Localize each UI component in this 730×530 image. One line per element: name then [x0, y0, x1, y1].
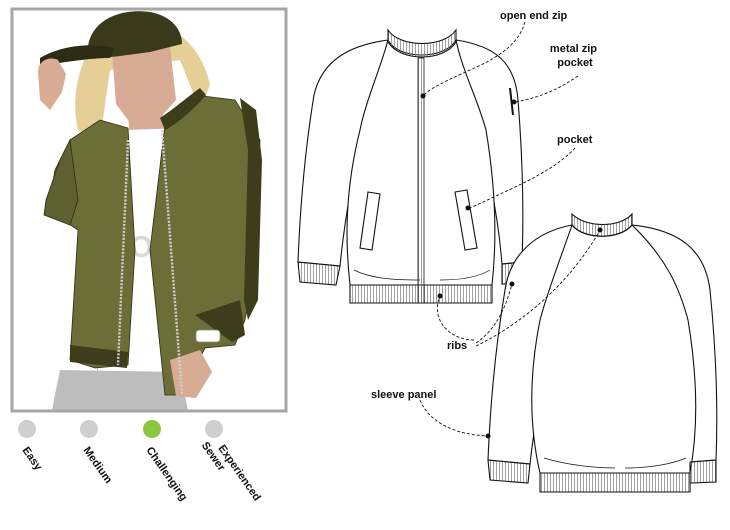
- zip-line-right: [160, 129, 184, 396]
- front-pocket-left: [359, 191, 381, 251]
- label-metal-zip-pocket: metal zip pocket: [550, 43, 600, 69]
- jacket-front-flat: [297, 28, 524, 304]
- zip-line-left: [116, 139, 130, 366]
- difficulty-label-experienced: Experienced Sewer: [199, 433, 265, 513]
- leader-metal-zip-pocket: [515, 75, 579, 103]
- back-right-cuff: [689, 459, 717, 484]
- difficulty-dot-easy: [18, 420, 36, 438]
- annotation-dots: [420, 93, 603, 439]
- difficulty-dot-experienced: [205, 420, 223, 438]
- difficulty-dot-medium: [80, 420, 98, 438]
- sleeve-zip-pocket: [509, 87, 514, 116]
- leader-sleeve-panel: [419, 399, 489, 437]
- leader-open-end-zip: [422, 21, 526, 97]
- annotation-leaders: [419, 21, 601, 437]
- hair-shape: [75, 32, 210, 140]
- watch-icon: [195, 329, 221, 343]
- difficulty-label-challenging: Challenging: [144, 445, 190, 503]
- leader-ribs-1: [437, 295, 475, 341]
- jacket-back-flat: [487, 212, 718, 493]
- label-metal-zip-line2: pocket: [557, 57, 593, 69]
- model-illustration: OO: [10, 7, 288, 413]
- leader-ribs-3: [475, 229, 601, 347]
- cap-icon: [88, 11, 182, 58]
- label-ribs: ribs: [447, 340, 467, 352]
- difficulty-dot-challenging: [143, 420, 161, 438]
- label-sleeve-panel: sleeve panel: [371, 389, 436, 401]
- leader-ribs-2: [475, 283, 513, 344]
- difficulty-label-easy: Easy: [20, 445, 45, 474]
- back-hem-band: [539, 472, 691, 493]
- difficulty-label-experienced-line1: Experienced: [216, 443, 263, 503]
- front-left-cuff: [297, 261, 341, 286]
- label-metal-zip-line1: metal zip: [550, 43, 597, 55]
- back-left-cuff: [487, 459, 531, 484]
- difficulty-scale: Easy Medium Challenging Experienced Sewe…: [18, 420, 265, 513]
- label-open-end-zip: open end zip: [500, 10, 568, 22]
- leader-pocket: [469, 147, 576, 209]
- label-pocket: pocket: [557, 134, 593, 146]
- hand-shape: [38, 58, 66, 110]
- front-zip: [417, 57, 425, 304]
- back-collar-rib: [571, 212, 633, 237]
- difficulty-label-medium: Medium: [81, 445, 115, 486]
- jeans-shape: [52, 370, 188, 410]
- front-collar-rib: [387, 28, 457, 58]
- front-pocket-right: [454, 189, 478, 251]
- face-shape: [112, 46, 176, 120]
